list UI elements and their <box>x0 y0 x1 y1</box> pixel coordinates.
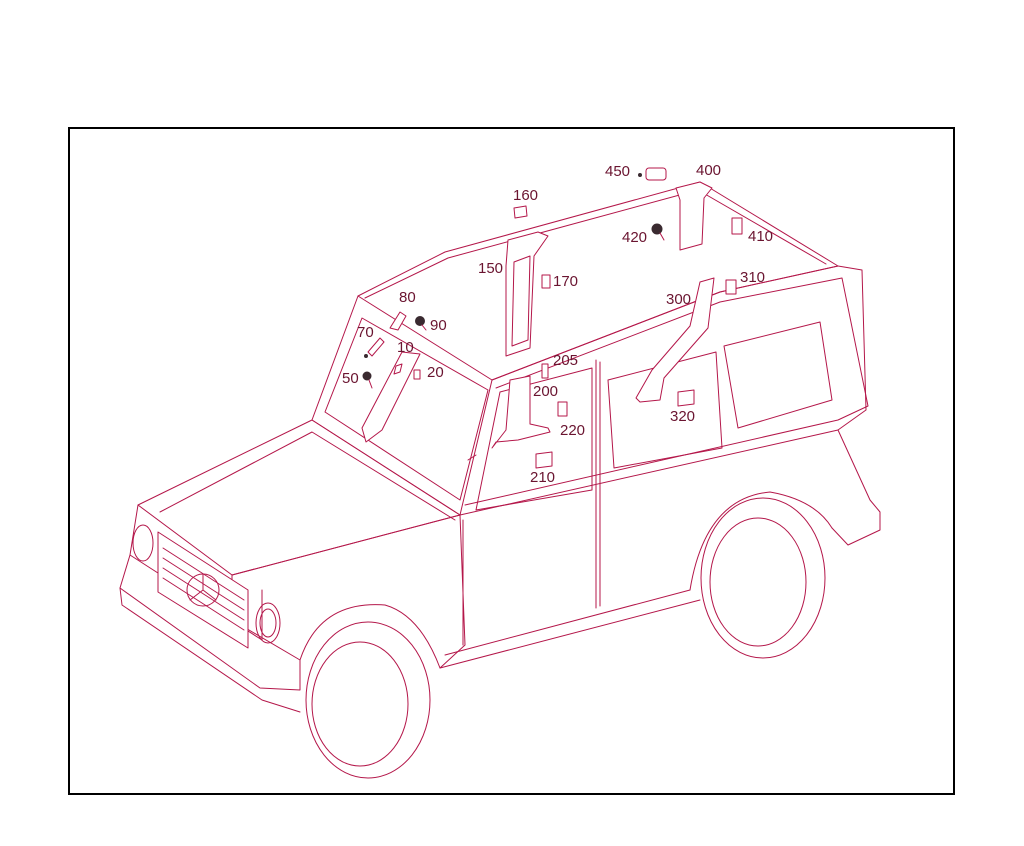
vehicle-outline <box>119 181 881 779</box>
callout-420: 420 <box>622 229 647 246</box>
callout-450: 450 <box>605 163 630 180</box>
part-320-bracket <box>677 389 695 407</box>
parts <box>361 167 743 469</box>
callout-200: 200 <box>533 383 558 400</box>
part-210-bracket <box>535 451 553 469</box>
callout-410: 410 <box>748 228 773 245</box>
callout-20: 20 <box>427 364 444 381</box>
callout-220: 220 <box>560 422 585 439</box>
part-410-clip <box>731 217 743 235</box>
part-90-screw <box>415 316 427 331</box>
part-80-bracket <box>389 311 407 331</box>
callout-400: 400 <box>696 162 721 179</box>
part-150-b-pillar-upper <box>505 231 549 357</box>
part-20-clip <box>413 369 421 380</box>
part-160-clip <box>513 205 528 219</box>
part-50-screw <box>362 371 373 389</box>
callout-210: 210 <box>530 469 555 486</box>
diagram-frame <box>68 127 955 795</box>
callout-150: 150 <box>478 260 503 277</box>
callout-170: 170 <box>553 273 578 290</box>
part-70-cap <box>367 337 385 357</box>
part-170-clip <box>541 274 551 289</box>
callout-310: 310 <box>740 269 765 286</box>
callout-160: 160 <box>513 187 538 204</box>
callout-70: 70 <box>357 324 374 341</box>
part-10-a-pillar-trim <box>361 351 421 443</box>
part-310-clip <box>725 279 737 295</box>
part-450-cap <box>638 167 667 181</box>
part-205-clip <box>541 363 549 379</box>
part-400-d-pillar-trim <box>675 181 713 251</box>
callout-300: 300 <box>666 291 691 308</box>
callout-205: 205 <box>553 352 578 369</box>
part-220-clip <box>557 401 568 417</box>
part-300-c-pillar-trim <box>635 277 715 403</box>
callout-80: 80 <box>399 289 416 306</box>
callout-320: 320 <box>670 408 695 425</box>
part-420-screw <box>651 223 665 241</box>
callout-labels: 10 20 50 70 80 90 150 160 170 200 205 21… <box>342 162 773 486</box>
callout-90: 90 <box>430 317 447 334</box>
callout-50: 50 <box>342 370 359 387</box>
callout-10: 10 <box>397 339 414 356</box>
part-200-b-pillar-lower <box>491 375 551 449</box>
